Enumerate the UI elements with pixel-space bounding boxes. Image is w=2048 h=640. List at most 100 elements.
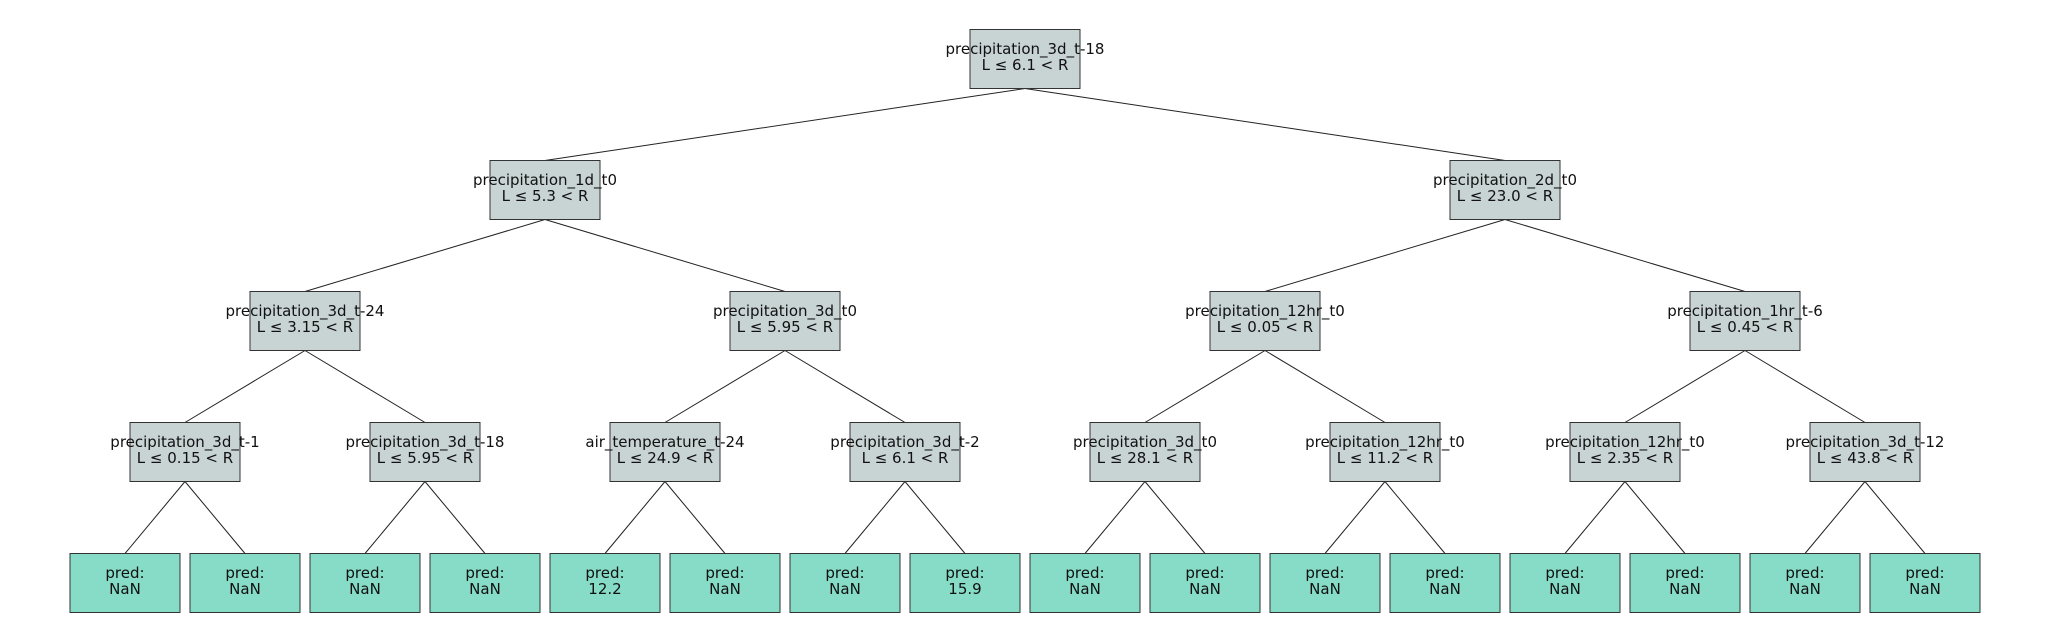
- split-rule: L ≤ 2.35 < R: [1577, 449, 1673, 467]
- split-node: precipitation_3d_t0L ≤ 5.95 < R: [713, 291, 857, 351]
- split-box: [129, 422, 241, 482]
- split-box: [1329, 422, 1441, 482]
- leaf-node: pred:NaN: [1269, 553, 1381, 613]
- split-node: precipitation_1d_t0L ≤ 5.3 < R: [473, 160, 617, 220]
- leaf-label: pred:: [1545, 564, 1584, 582]
- split-feature: precipitation_3d_t-2: [830, 433, 979, 452]
- leaf-label: pred:: [1425, 564, 1464, 582]
- tree-edge: [304, 219, 546, 292]
- tree-edge: [1144, 350, 1266, 423]
- tree-edge: [784, 350, 906, 423]
- split-node: precipitation_3d_t-24L ≤ 3.15 < R: [226, 291, 384, 351]
- split-rule: L ≤ 6.1 < R: [862, 449, 949, 467]
- leaf-value: NaN: [829, 580, 861, 598]
- leaf-label: pred:: [1665, 564, 1704, 582]
- leaf-node: pred:NaN: [1149, 553, 1261, 613]
- leaf-value: NaN: [469, 580, 501, 598]
- tree-edge: [1804, 481, 1866, 554]
- leaf-box: [1269, 553, 1381, 613]
- split-node: precipitation_3d_t-18L ≤ 5.95 < R: [346, 422, 504, 482]
- leaf-label: pred:: [1065, 564, 1104, 582]
- split-node: air_temperature_t-24L ≤ 24.9 < R: [585, 422, 745, 482]
- tree-edge: [664, 350, 786, 423]
- leaf-node: pred:NaN: [189, 553, 301, 613]
- tree-edge: [1624, 481, 1686, 554]
- split-rule: L ≤ 28.1 < R: [1097, 449, 1193, 467]
- split-feature: precipitation_3d_t0: [713, 302, 857, 321]
- tree-edge: [1384, 481, 1446, 554]
- leaf-value: 12.2: [588, 580, 621, 598]
- split-box: [249, 291, 361, 351]
- split-box: [369, 422, 481, 482]
- leaf-label: pred:: [105, 564, 144, 582]
- tree-edge: [1624, 350, 1746, 423]
- tree-edge: [1504, 219, 1746, 292]
- leaf-node: pred:NaN: [1869, 553, 1981, 613]
- split-rule: L ≤ 5.3 < R: [502, 187, 589, 205]
- leaf-label: pred:: [945, 564, 984, 582]
- leaf-node: pred:NaN: [429, 553, 541, 613]
- leaf-value: 15.9: [948, 580, 981, 598]
- tree-edge: [424, 481, 486, 554]
- tree-edge: [844, 481, 906, 554]
- leaf-value: NaN: [1669, 580, 1701, 598]
- split-box: [1089, 422, 1201, 482]
- leaf-node: pred:NaN: [1749, 553, 1861, 613]
- split-box: [609, 422, 721, 482]
- leaf-value: NaN: [1309, 580, 1341, 598]
- tree-edge: [1564, 481, 1626, 554]
- leaf-value: NaN: [1069, 580, 1101, 598]
- leaf-box: [1749, 553, 1861, 613]
- leaf-value: NaN: [349, 580, 381, 598]
- tree-edges: [124, 88, 1926, 554]
- leaf-box: [69, 553, 181, 613]
- tree-edge: [184, 350, 306, 423]
- tree-edge: [1264, 350, 1386, 423]
- tree-edge: [1024, 88, 1506, 161]
- leaf-box: [309, 553, 421, 613]
- leaf-value: NaN: [229, 580, 261, 598]
- leaf-box: [909, 553, 1021, 613]
- split-rule: L ≤ 11.2 < R: [1337, 449, 1433, 467]
- leaf-node: pred:NaN: [1029, 553, 1141, 613]
- leaf-box: [549, 553, 661, 613]
- split-rule: L ≤ 6.1 < R: [982, 56, 1069, 74]
- leaf-box: [1629, 553, 1741, 613]
- split-feature: precipitation_12hr_t0: [1305, 433, 1465, 452]
- leaf-label: pred:: [225, 564, 264, 582]
- split-feature: precipitation_12hr_t0: [1545, 433, 1705, 452]
- leaf-value: NaN: [1549, 580, 1581, 598]
- leaf-value: NaN: [109, 580, 141, 598]
- split-box: [1449, 160, 1561, 220]
- split-feature: precipitation_3d_t-1: [110, 433, 259, 452]
- tree-edge: [1264, 219, 1506, 292]
- leaf-node: pred:NaN: [789, 553, 901, 613]
- leaf-box: [1509, 553, 1621, 613]
- split-node: precipitation_3d_t0L ≤ 28.1 < R: [1073, 422, 1217, 482]
- tree-edge: [364, 481, 426, 554]
- split-node: precipitation_3d_t-2L ≤ 6.1 < R: [830, 422, 980, 482]
- split-node: precipitation_3d_t-18L ≤ 6.1 < R: [946, 29, 1105, 89]
- leaf-value: NaN: [709, 580, 741, 598]
- leaf-box: [669, 553, 781, 613]
- leaf-label: pred:: [585, 564, 624, 582]
- split-box: [1809, 422, 1921, 482]
- split-node: precipitation_2d_t0L ≤ 23.0 < R: [1433, 160, 1577, 220]
- tree-edge: [544, 219, 786, 292]
- split-feature: precipitation_3d_t0: [1073, 433, 1217, 452]
- tree-edge: [1744, 350, 1866, 423]
- split-node: precipitation_12hr_t0L ≤ 11.2 < R: [1305, 422, 1465, 482]
- leaf-node: pred:NaN: [69, 553, 181, 613]
- leaf-box: [1869, 553, 1981, 613]
- split-box: [849, 422, 961, 482]
- split-rule: L ≤ 0.05 < R: [1217, 318, 1313, 336]
- leaf-label: pred:: [345, 564, 384, 582]
- split-feature: precipitation_3d_t-12: [1786, 433, 1945, 452]
- split-box: [1689, 291, 1801, 351]
- split-feature: precipitation_3d_t-18: [946, 40, 1105, 59]
- split-rule: L ≤ 5.95 < R: [377, 449, 473, 467]
- tree-edge: [304, 350, 426, 423]
- leaf-node: pred:NaN: [1509, 553, 1621, 613]
